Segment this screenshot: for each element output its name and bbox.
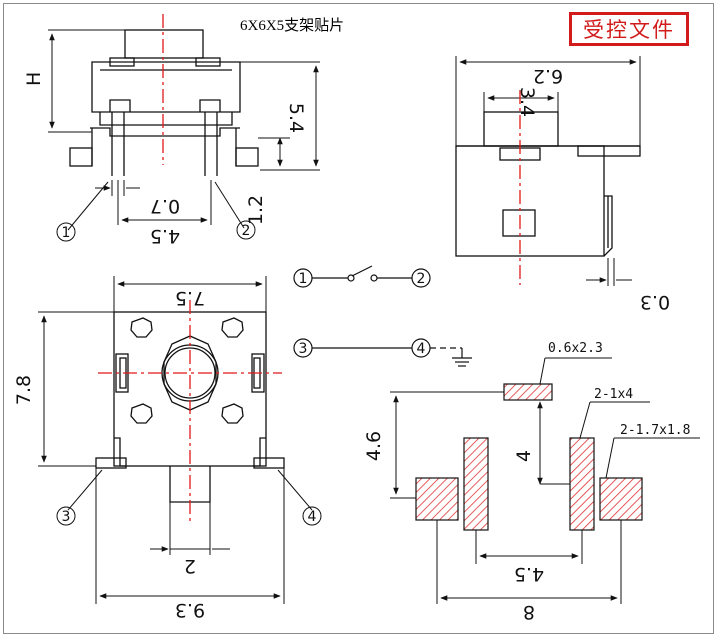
- drawing-frame: [3, 3, 714, 634]
- schematic-pin-1: 1: [299, 271, 308, 287]
- dim-bottom-top-width: 7.5: [175, 287, 205, 309]
- dim-pcb-height-left: 4.6: [363, 431, 385, 461]
- schematic-pin-3: 3: [299, 341, 308, 357]
- front-pin-2-label: 2: [242, 223, 251, 239]
- drawing-title: 6X6X5支架贴片: [240, 18, 345, 34]
- pad-long-spec: 2-1x4: [594, 387, 633, 402]
- bottom-view: [38, 276, 322, 604]
- dim-pin-span: 4.5: [150, 225, 180, 247]
- dim-front-leg: 1.2: [245, 195, 267, 225]
- pad-small-spec: 0.6x2.3: [548, 341, 603, 356]
- dim-side-width: 6.2: [533, 65, 563, 87]
- dim-bottom-overall: 9.3: [175, 599, 205, 621]
- bottom-pin-3-label: 3: [62, 509, 71, 525]
- dim-bottom-height: 7.8: [13, 375, 35, 405]
- schematic: [293, 265, 472, 367]
- bottom-pin-4-label: 4: [308, 509, 317, 525]
- dim-lead-thickness: 0.3: [640, 291, 670, 313]
- front-view: [48, 29, 320, 242]
- dim-H: H: [23, 72, 45, 86]
- dim-pcb-overall: 8: [523, 601, 535, 623]
- side-view: [455, 56, 641, 286]
- dim-side-top: 3.4: [516, 87, 538, 117]
- pad-square-spec: 2-1.7x1.8: [620, 423, 690, 438]
- schematic-pin-4: 4: [417, 341, 426, 357]
- pcb-layout: [390, 357, 700, 604]
- schematic-pin-2: 2: [417, 271, 426, 287]
- dim-front-height: 5.4: [285, 103, 307, 133]
- dim-bottom-tab: 2: [184, 555, 196, 577]
- controlled-document-stamp: 受控文件: [569, 12, 689, 46]
- dim-pcb-pad-span: 4.5: [514, 563, 544, 585]
- front-pin-1-label: 1: [62, 225, 71, 241]
- dim-pcb-height-right: 4: [513, 450, 535, 462]
- dim-pin-gap: 0.7: [150, 195, 180, 217]
